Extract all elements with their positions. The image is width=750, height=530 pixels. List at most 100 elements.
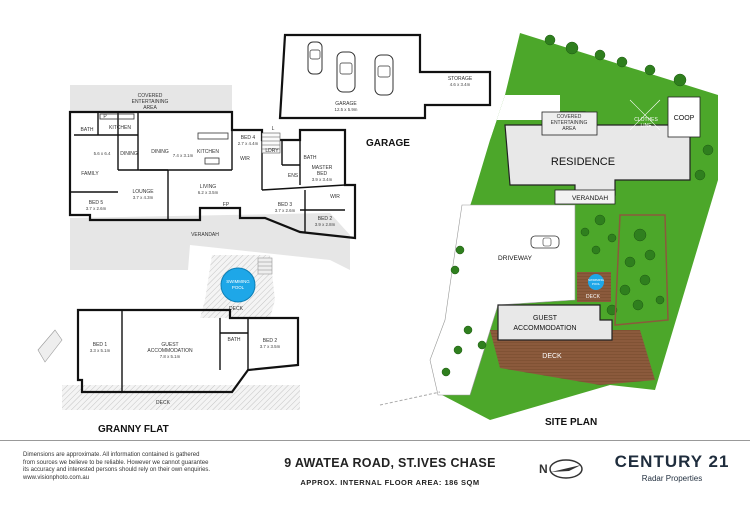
verandah-area <box>70 213 350 270</box>
site-plan-heading: SITE PLAN <box>545 417 597 428</box>
gf-bed1-dim: 3.3 x 5.1m <box>90 348 111 353</box>
site-covered-line2: ENTERTAINING <box>551 120 588 126</box>
svg-text:ACCOMMODATION: ACCOMMODATION <box>147 348 193 354</box>
site-plan: SWIMMING POOL DECK COVERED ENTERTAINING … <box>379 33 718 420</box>
gf-guest-line2: ACCOMMODATION <box>147 348 193 354</box>
site-verandah-label: VERANDAH <box>572 195 608 202</box>
room-kitchen: KITCHEN <box>197 149 219 155</box>
deck-bottom-label: DECK <box>156 400 171 406</box>
front-fence <box>379 391 441 406</box>
left-kitchen-counter <box>99 113 135 120</box>
svg-text:MASTER: MASTER <box>312 165 333 171</box>
svg-text:POOL: POOL <box>592 282 601 286</box>
site-deck-label: DECK <box>542 353 562 360</box>
svg-text:LINE: LINE <box>640 123 652 129</box>
storage-label: STORAGE <box>448 76 473 82</box>
granny-flat-interior-walls <box>121 310 249 392</box>
verandah-label: VERANDAH <box>191 232 219 238</box>
bottom-deck-area <box>62 385 300 410</box>
compass-n-label: N <box>539 462 548 476</box>
family-dim: 5.6 x 6.4 <box>94 151 111 156</box>
brand-subtitle: Radar Properties <box>641 474 703 483</box>
garage-room-label: GARAGE <box>335 101 357 107</box>
guest-accommodation-block <box>497 304 613 341</box>
master-bed-dim: 3.9 x 3.4m <box>312 177 333 182</box>
driveway-upper <box>490 95 560 140</box>
gf-bed1: BED 1 <box>93 342 108 348</box>
master-bed-line1: MASTER <box>312 165 333 171</box>
bed2-dim: 3.9 x 2.8m <box>315 222 336 227</box>
car-icon <box>374 54 394 96</box>
covered-area-line2: ENTERTAINING <box>132 99 169 105</box>
living-dim: 6.2 x 3.5m <box>198 190 219 195</box>
room-bath-right: BATH <box>304 155 317 161</box>
garage-dim: 12.5 x 5.9m <box>335 107 358 112</box>
bed3-dim: 3.7 x 2.6m <box>275 208 296 213</box>
gf-guest-line1: GUEST <box>161 342 178 348</box>
gf-guest-dim: 7.8 x 5.1m <box>160 354 181 359</box>
left-stairs <box>37 329 63 363</box>
floor-plan-drawing: COVERED ENTERTAINING AREA BATH P KITCHEN… <box>37 33 718 435</box>
svg-text:ENTERTAINING: ENTERTAINING <box>132 99 169 105</box>
property-address: 9 AWATEA ROAD, ST.IVES CHASE <box>284 456 496 470</box>
pool-steps <box>257 257 273 275</box>
main-house-plan: COVERED ENTERTAINING AREA BATH P KITCHEN… <box>68 85 357 270</box>
house-interior-walls <box>70 112 346 232</box>
lounge-dim: 3.7 x 4.3m <box>133 195 154 200</box>
site-covered-line1: COVERED <box>557 114 582 120</box>
disclaimer-line: its accuracy and interested persons shou… <box>23 467 211 473</box>
disclaimer: Dimensions are approximate. All informat… <box>23 452 273 482</box>
car-icon <box>307 41 323 75</box>
svg-text:COVERED: COVERED <box>138 93 163 99</box>
svg-text:ACCOMMODATION: ACCOMMODATION <box>513 325 576 332</box>
room-wir-right: WIR <box>330 194 340 200</box>
site-driveway-label: DRIVEWAY <box>498 255 533 262</box>
kitchen-island <box>204 157 220 165</box>
granny-flat-plan: SWIMMING POOL DECK BED 1 3.3 x 5.1m GUES… <box>37 255 300 410</box>
site-pool-deck-label: DECK <box>586 294 601 300</box>
staircase <box>261 132 281 154</box>
site-swimming-pool <box>588 274 604 290</box>
room-bath-left: BATH <box>81 127 94 133</box>
svg-text:SWIMMING: SWIMMING <box>226 279 250 284</box>
bed5-dim: 3.7 x 2.6m <box>86 206 107 211</box>
room-bed3: BED 3 <box>278 202 293 208</box>
disclaimer-line: Dimensions are approximate. All informat… <box>23 452 200 458</box>
svg-text:AREA: AREA <box>562 126 576 132</box>
svg-text:GUEST: GUEST <box>161 342 178 348</box>
room-l: L <box>272 126 275 132</box>
svg-text:SWIMMING: SWIMMING <box>588 278 605 282</box>
car-icon <box>336 51 356 93</box>
site-guest-line1: GUEST <box>533 315 558 322</box>
room-pantry: P <box>103 114 107 120</box>
driveway <box>429 204 576 396</box>
room-kitchen-left: KITCHEN <box>109 125 131 131</box>
gf-bath: BATH <box>228 337 241 343</box>
covered-entertaining-area <box>70 85 232 112</box>
gf-bed2: BED 2 <box>263 338 278 344</box>
garden-bed <box>614 214 669 326</box>
coop-block <box>667 96 701 138</box>
pool-label-line1: SWIMMING <box>226 279 250 284</box>
site-coop-label: COOP <box>674 115 695 122</box>
svg-text:GUEST: GUEST <box>533 315 558 322</box>
deck-top-label: DECK <box>229 306 244 312</box>
site-pool-line2: POOL <box>592 282 601 286</box>
room-ensuite: ENS <box>288 173 299 179</box>
room-bed5: BED 5 <box>89 200 104 206</box>
site-clothes-line1: CLOTHES <box>634 117 658 123</box>
garage-heading: GARAGE <box>366 138 410 149</box>
svg-text:AREA: AREA <box>143 105 157 111</box>
pool-label-line2: POOL <box>232 285 245 290</box>
garage-plan: GARAGE 12.5 x 5.9m STORAGE 4.6 x 3.4m <box>278 33 492 120</box>
covered-area-line1: COVERED <box>138 93 163 99</box>
north-compass-icon: N <box>539 459 583 479</box>
kitchen-counter <box>197 132 229 140</box>
covered-area-line3: AREA <box>143 105 157 111</box>
site-pool-line1: SWIMMING <box>588 278 605 282</box>
website-link[interactable]: www.visionphoto.com.au <box>23 474 90 481</box>
room-lounge: LOUNGE <box>132 189 154 195</box>
svg-text:COVERED: COVERED <box>557 114 582 120</box>
room-bed4: BED 4 <box>241 135 256 141</box>
room-dining: DINING <box>151 149 169 155</box>
